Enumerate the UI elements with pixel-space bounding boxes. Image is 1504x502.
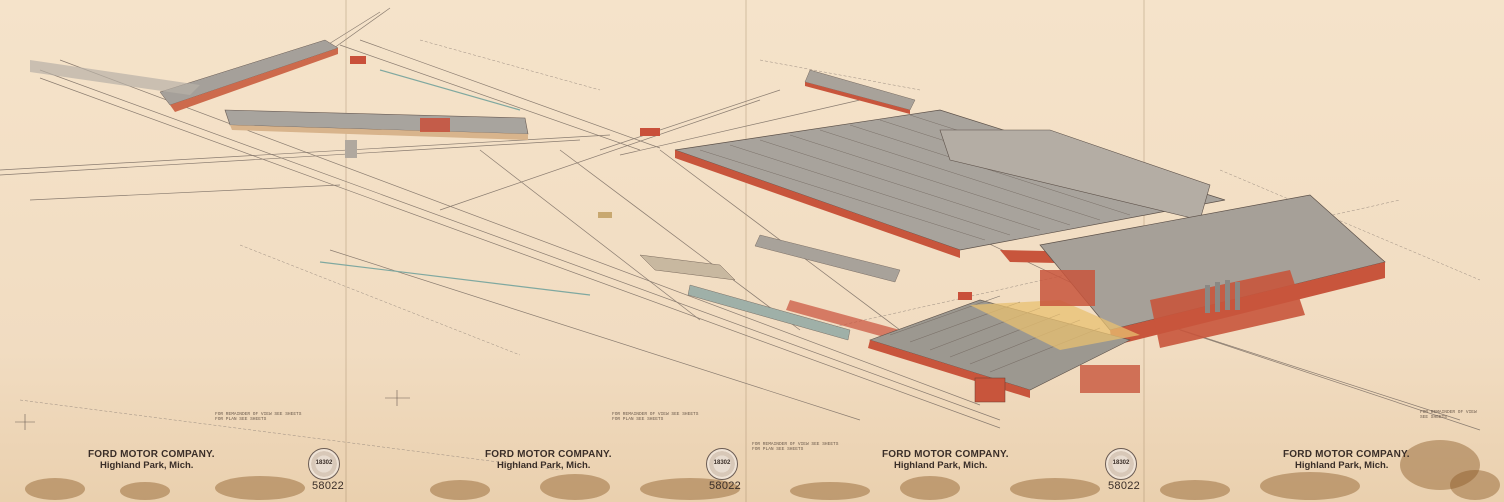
company-seal: 18302 — [308, 448, 340, 480]
green-track — [319, 69, 591, 296]
sheet-title-block: FORD MOTOR COMPANY. Highland Park, Mich. — [1283, 449, 1410, 471]
middle-buildings — [598, 212, 972, 341]
main-factory — [674, 69, 1386, 403]
location: Highland Park, Mich. — [497, 460, 591, 471]
fold-line — [745, 0, 747, 502]
sheet-number: 58022 — [709, 480, 742, 492]
fold-line — [345, 0, 347, 502]
company-seal: 18302 — [706, 448, 738, 480]
company-name: FORD MOTOR COMPANY. — [88, 449, 215, 460]
railroad-tracks — [0, 7, 1481, 431]
left-buildings — [30, 39, 660, 158]
sheet-title-block: FORD MOTOR COMPANY. Highland Park, Mich. — [485, 449, 612, 471]
compass-marks — [15, 390, 410, 430]
company-name: FORD MOTOR COMPANY. — [485, 449, 612, 460]
location: Highland Park, Mich. — [100, 460, 194, 471]
location: Highland Park, Mich. — [1295, 460, 1389, 471]
sheet-title-block: FORD MOTOR COMPANY. Highland Park, Mich. — [88, 449, 215, 471]
company-name: FORD MOTOR COMPANY. — [1283, 449, 1410, 460]
sheet-number: 58022 — [312, 480, 345, 492]
location: Highland Park, Mich. — [894, 460, 988, 471]
company-seal: 18302 — [1105, 448, 1137, 480]
sheet-title-block: FORD MOTOR COMPANY. Highland Park, Mich. — [882, 449, 1009, 471]
company-name: FORD MOTOR COMPANY. — [882, 449, 1009, 460]
sheet-number: 58022 — [1108, 480, 1141, 492]
